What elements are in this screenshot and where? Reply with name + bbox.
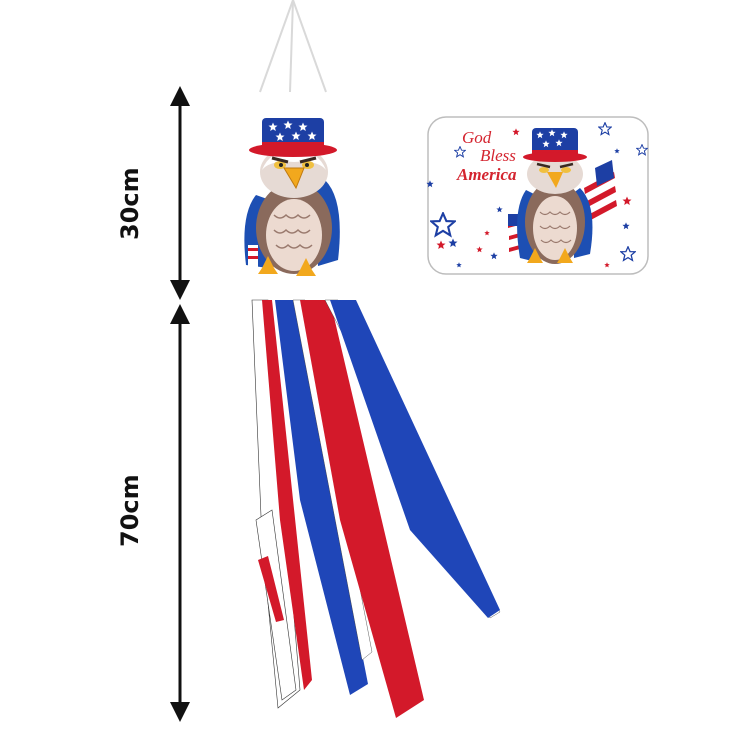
card-text-line3: America bbox=[457, 165, 517, 184]
flag-icon bbox=[248, 245, 258, 267]
hanging-strings bbox=[259, 0, 327, 93]
streamer-red bbox=[262, 300, 312, 690]
streamer-red bbox=[258, 556, 284, 622]
eagle-icon bbox=[244, 118, 340, 276]
card-text-line2: Bless bbox=[480, 146, 516, 165]
bottom-section-length-label: 70cm bbox=[116, 474, 144, 547]
double-arrow-icon bbox=[170, 304, 190, 722]
streamer-blue bbox=[275, 300, 368, 695]
streamer-red bbox=[300, 300, 424, 718]
double-arrow-icon bbox=[170, 86, 190, 300]
windsock-streamers bbox=[251, 299, 501, 718]
top-section-length-label: 30cm bbox=[116, 167, 144, 240]
card-text-line1: God bbox=[462, 128, 492, 147]
eagle-icon bbox=[517, 128, 593, 264]
god-bless-america-card bbox=[426, 116, 649, 275]
streamer-blue bbox=[330, 300, 500, 618]
